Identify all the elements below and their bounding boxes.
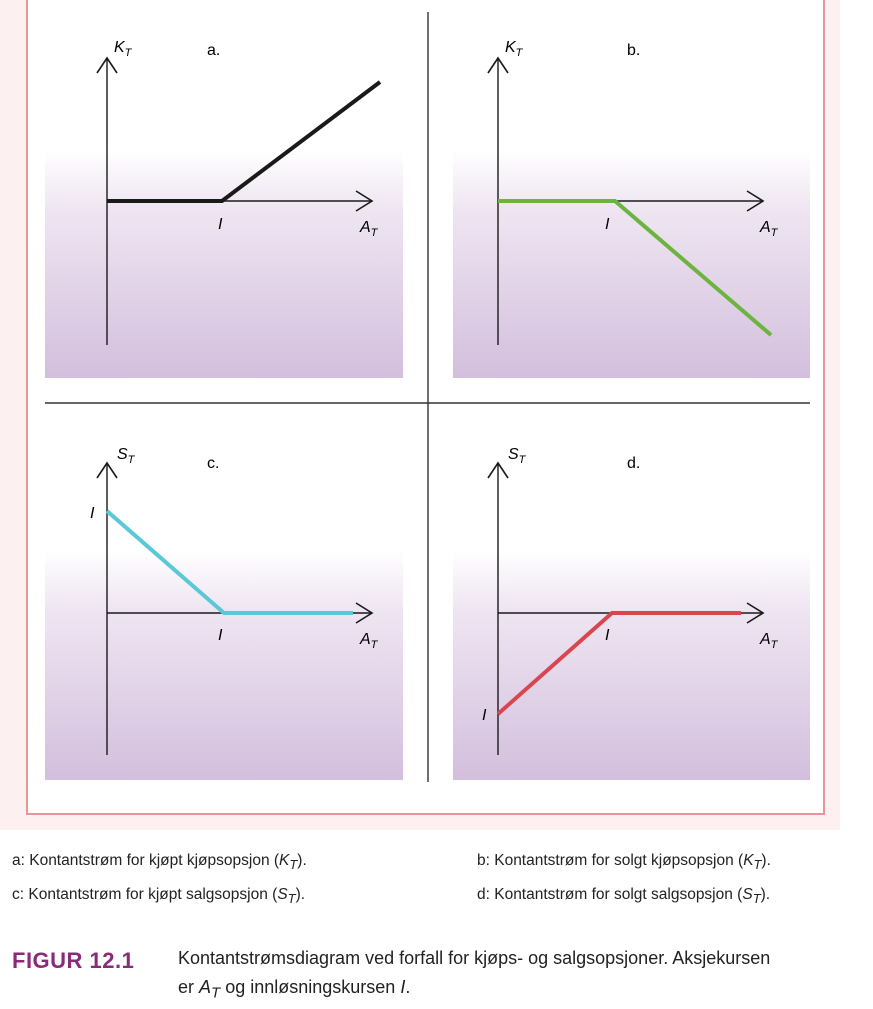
panel-a-x-label: AT [359,219,379,239]
panel-a-y-arrow-icon [96,56,118,74]
figure-caption-line2: er AT og innløsningskursen I. [178,977,411,1002]
panel-c-letter: c. [207,455,219,472]
panel-b: KT b. I AT [487,39,779,345]
panel-a-x-arrow-icon [355,190,374,212]
panel-c-strike-label: I [218,627,223,644]
panel-d-background [453,550,810,780]
panel-c-x-label: AT [359,631,379,651]
panel-b-background [453,150,810,378]
panel-b-y-arrow-icon [487,56,509,74]
panel-c-y-arrow-icon [96,461,118,479]
panel-a-letter: a. [207,42,220,59]
panel-b-payoff-line [498,199,773,337]
panel-d-letter: d. [627,455,640,472]
panel-d: ST d. I I AT [482,446,779,755]
panel-d-y-label: ST [508,446,527,466]
panel-b-strike-label: I [605,216,610,233]
panel-a: KT a. I AT [96,39,382,345]
figure-label: FIGUR 12.1 [12,948,135,973]
caption-c: c: Kontantstrøm for kjøpt salgsopsjon (S… [12,886,306,907]
panel-c-strike-y-label: I [90,505,95,522]
panel-b-letter: b. [627,42,640,59]
panel-a-strike-label: I [218,216,223,233]
caption-a: a: Kontantstrøm for kjøpt kjøpsopsjon (K… [12,852,307,873]
panel-a-y-label: KT [114,39,133,59]
panel-a-payoff-line [107,80,382,203]
panel-b-y-label: KT [505,39,524,59]
caption-d: d: Kontantstrøm for solgt salgsopsjon (S… [477,886,771,907]
panel-d-y-arrow-icon [487,461,509,479]
figure-frame: KT a. I AT KT b. I AT ST c. I I AT ST d [0,0,840,830]
panel-c-x-arrow-icon [355,602,374,624]
panel-b-x-label: AT [759,219,779,239]
panel-c-payoff-line [105,509,353,615]
panel-c-y-label: ST [117,446,136,466]
panel-d-x-arrow-icon [746,602,765,624]
figure-caption-line1: Kontantstrømsdiagram ved forfall for kjø… [178,948,771,968]
panel-b-x-arrow-icon [746,190,765,212]
panel-c-background [45,550,403,780]
panel-d-x-label: AT [759,631,779,651]
panel-d-strike-y-label: I [482,707,487,724]
panel-d-strike-label: I [605,627,610,644]
panel-c: ST c. I I AT [90,446,379,755]
caption-b: b: Kontantstrøm for solgt kjøpsopsjon (K… [477,852,771,873]
panel-d-payoff-line [496,611,741,716]
panel-a-background [45,150,403,378]
